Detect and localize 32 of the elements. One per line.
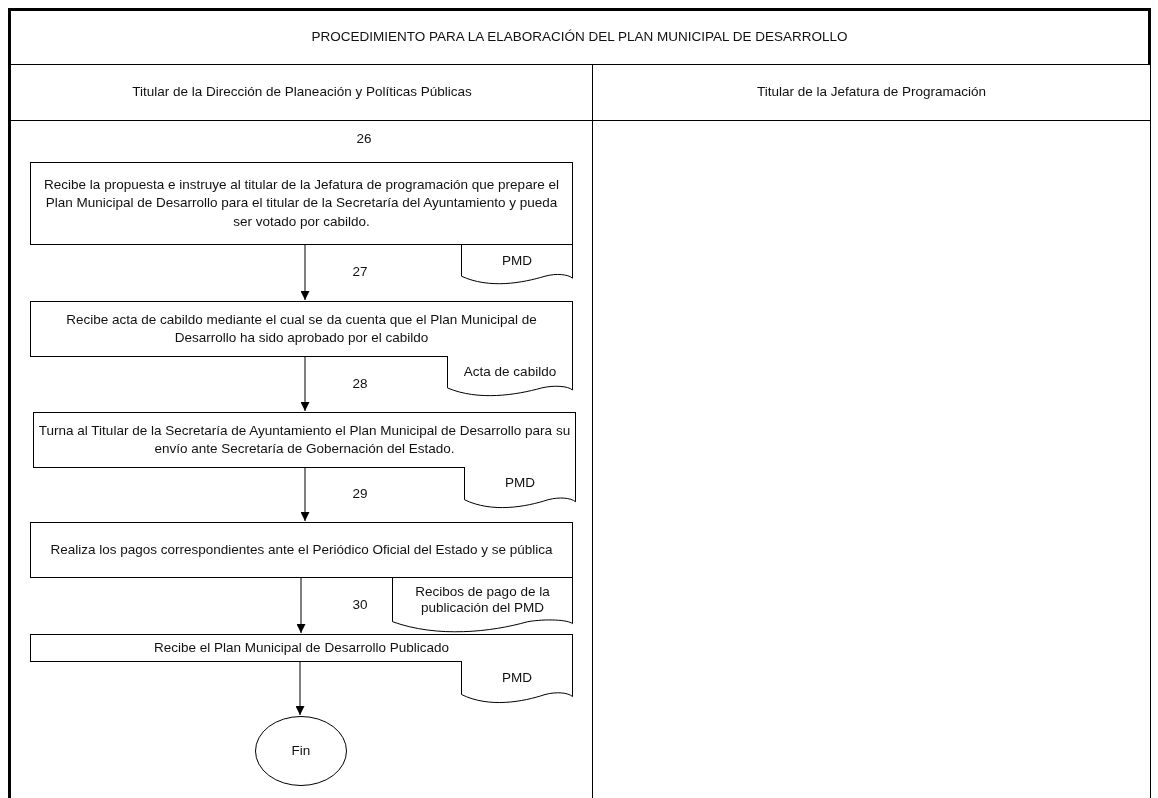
document-shape: [464, 467, 576, 509]
document-label: Acta de cabildo: [463, 363, 557, 381]
step-text: Turna al Titular de la Secretaría de Ayuntamiento el Plan Municipal de Desarrollo para su envío ante Secretaría de Gobernación del Estado.: [38, 421, 571, 458]
terminator-text: Fin: [291, 741, 311, 760]
lane-title: Titular de la Jefatura de Programación: [756, 83, 987, 102]
arrow: [300, 466, 310, 522]
step-text: Realiza los pagos correspondientes ante el Periódico Oficial del Estado y se pública: [50, 540, 553, 559]
step-number: 26: [355, 131, 373, 146]
document-shape: [461, 661, 573, 704]
edge-label: 30: [351, 597, 369, 612]
step-text: Recibe acta de cabildo mediante el cual se da cuenta que el Plan Municipal de Desarrollo ha sido aprobado por el cabildo: [65, 310, 538, 347]
document-shape: [447, 356, 573, 397]
edge-label: 27: [351, 264, 369, 279]
document-label: PMD: [502, 669, 532, 686]
step-text: Recibe el Plan Municipal de Desarrollo Publicado: [154, 638, 449, 657]
swimlane: [592, 64, 1151, 798]
arrow: [295, 660, 305, 716]
diagram-title: PROCEDIMIENTO PARA LA ELABORACIÓN DEL PLAN MUNICIPAL DE DESARROLLO: [311, 28, 848, 47]
arrow: [300, 355, 310, 412]
document-label: Recibos de pago de la publicación del PMD: [414, 583, 551, 616]
document-label: PMD: [505, 475, 535, 492]
edge-label: 29: [351, 486, 369, 501]
lane-title: Titular de la Dirección de Planeación y Políticas Públicas: [132, 83, 472, 102]
swimlane: [8, 64, 593, 798]
document-shape: [461, 245, 573, 285]
arrow: [300, 243, 310, 301]
edge-label: 28: [351, 375, 369, 391]
step-text: Recibe la propuesta e instruye al titular de la Jefatura de programación que prepare el Plan Municipal de Desarrollo para el titular de la Secretaría del Ayuntamiento y pueda ser votado por cabildo.: [43, 176, 560, 231]
document-shape: [392, 578, 573, 634]
document-label: PMD: [502, 252, 532, 269]
arrow: [296, 576, 306, 634]
end-terminator: [255, 716, 347, 786]
